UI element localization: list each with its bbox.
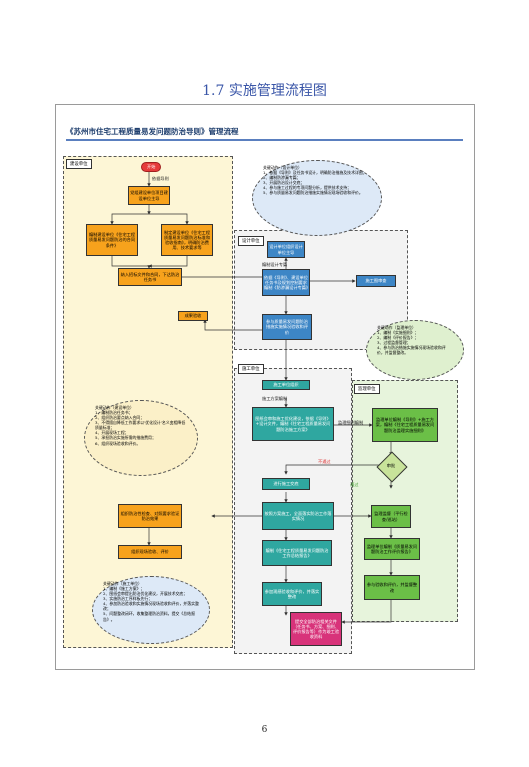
build-key-actions-bubble: 关键动作（建设单位） 1、编制防治任务书； 2、组织防治要点纳入合同； 3、不得… <box>84 400 198 476</box>
supervision-key-actions-bubble: 关键动作（监理单位） 1、编制《实施细则》； 2、编制《评价报告》； 3、过程监… <box>366 320 464 380</box>
approve-label: 审批 <box>386 463 396 468</box>
build-prep-a-box: 编制建设单位《住宅工程质量易发问题防治的合同条件》 <box>86 224 138 256</box>
tag-build-unit: 建设单位 <box>66 159 92 169</box>
write-report-box: 编制《住宅工程质量易发问题防治工作总结报告》 <box>262 540 332 566</box>
archive-box: 提交全部防治相关文件（任务书、方案、细则、评价报告等）作为竣工验收资料 <box>290 612 342 646</box>
build-org-box: 党组建设单位项目建设单位主导 <box>128 186 170 205</box>
design-eval-box: 参与质量易发问题防治措施实施情况验收和评价 <box>262 314 312 340</box>
join-eval-box: 参加观感验收和评价，并落实整改 <box>262 582 322 606</box>
cons-note: 施工方案编制 <box>262 396 288 401</box>
design-task-box: 设计单位组织设计单位主导 <box>267 241 305 258</box>
chart-title: 《苏州市住宅工程质量易发问题防治导则》管理流程 <box>66 127 239 136</box>
tag-supervision-unit: 监理单位 <box>354 384 380 394</box>
join-eval-sup-box: 参与验收和评价，并监督整改 <box>364 575 420 600</box>
start-node: 开始 <box>141 162 162 172</box>
summary-org-box: 组织防治性检查、对照要求验证防治效果 <box>118 504 182 528</box>
tech-box: 进行施工交底 <box>262 478 310 490</box>
approve-diamond: 审批 <box>376 451 408 483</box>
page-title: 1.7 实施管理流程图 <box>202 83 327 99</box>
cons-org-box: 施工单位组织 <box>262 380 310 390</box>
design-do-box: 依据《导则》、建设单位任务书及规划控制要求编制《防渗漏设计专篇》 <box>262 269 310 296</box>
review-box: 施工图审查 <box>356 275 396 287</box>
accept-box: 成果验收 <box>178 311 208 321</box>
exec-box: 按照方案施工，全面落实防治工作落实情况 <box>262 502 334 530</box>
pass-label: 通过 <box>350 482 359 487</box>
sup-org-box: 监理单位编制《导则》+施工方案，编制《住宅工程质量易发问题防治监理实施细则》 <box>372 408 438 442</box>
bid-box: 纳入招标文件和合同，下达防治任务书 <box>118 268 182 286</box>
tag-design-unit: 设计单位 <box>238 236 264 246</box>
start-note: 依据导则 <box>152 176 169 181</box>
design-key-actions-bubble: 关键动作（设计单位） 1、依据《导则》及任务书设计，明确防治措施及技术详图； 2… <box>252 160 382 236</box>
sup-check-box: 监理监督（平行检查/巡站） <box>371 505 411 528</box>
sup-report-box: 监理单位编制《质量易发问题防治工作评价报告》 <box>364 538 420 560</box>
owner-check-box: 组织现场验收、评价 <box>118 545 182 559</box>
design-note: 编制设计专篇 <box>262 262 288 267</box>
construction-key-actions-bubble: 关键动作（施工单位） 1、编制《施工方案》； 2、图纸会审提出防治优化建议，开展… <box>92 576 210 644</box>
sup-note: 监理细则编制 <box>338 420 364 425</box>
cons-plan-box: 图纸会审和施工优化建议，依据《导则》+设计文件，编制《住宅工程质量易发问题防治施… <box>252 407 334 441</box>
title-rule <box>66 139 463 141</box>
tag-construction-unit: 施工单位 <box>238 364 264 374</box>
build-prep-b-box: 制定建设单位《住宅工程质量易发问题防治标准和验收指南》，明确防治费用、技术要求等 <box>161 224 213 256</box>
page-number: 6 <box>261 725 268 735</box>
not-pass-label: 不通过 <box>318 459 331 464</box>
